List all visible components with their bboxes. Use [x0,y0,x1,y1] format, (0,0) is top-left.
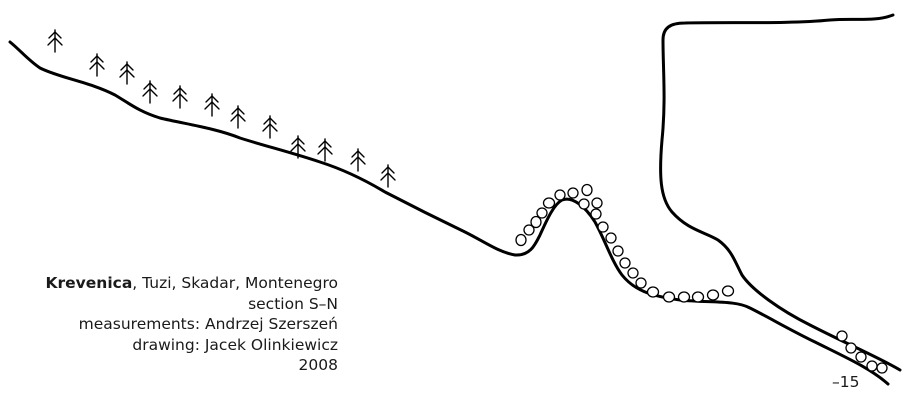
conifer-tree-icon [350,148,366,172]
boulder-icon [876,362,888,374]
site-location: , Tuzi, Skadar, Montenegro [132,274,338,292]
boulder-icon [691,291,705,303]
caption-section: section S–N [248,294,338,313]
site-name: Krevenica [45,274,133,292]
conifer-tree-icon [262,115,278,139]
boulder-icon [590,208,602,220]
boulder-icon [662,291,676,303]
boulder-icon [845,342,857,354]
caption-year: 2008 [298,356,338,374]
passage-upper-wall-line [659,13,902,372]
boulder-icon [597,221,609,233]
boulder-icon [554,189,566,201]
boulders-group [515,183,888,374]
boulder-icon [635,277,647,289]
boulder-icon [578,198,590,210]
conifer-tree-icon [89,53,105,77]
trees-group [47,29,396,188]
boulder-icon [536,207,548,219]
caption-measurements: measurements: Andrzej Szerszeń [78,315,338,333]
boulder-icon [591,197,603,209]
boulder-icon [619,257,631,269]
conifer-tree-icon [230,105,246,129]
caption-site-line: Krevenica, Tuzi, Skadar, Montenegro [46,273,338,294]
conifer-tree-icon [119,61,135,85]
boulder-icon [706,289,720,301]
conifer-tree-icon [380,164,396,188]
conifer-tree-icon [317,138,333,162]
boulder-icon [627,267,639,279]
ground-profile-line [8,40,890,386]
boulder-icon [530,215,542,229]
boulder-icon [866,360,878,372]
conifer-tree-icon [172,85,188,109]
boulder-icon [855,351,867,363]
boulder-icon [677,291,691,303]
conifer-tree-icon [290,135,306,159]
boulder-icon [836,330,848,342]
conifer-tree-icon [142,80,158,104]
conifer-tree-icon [204,93,220,117]
boulder-icon [612,245,624,257]
boulder-icon [567,187,579,199]
boulder-icon [646,286,660,298]
depth-label: –15 [832,373,860,391]
boulder-icon [542,197,556,209]
boulder-icon [523,224,535,236]
conifer-tree-icon [47,29,63,53]
caption-drawing: drawing: Jacek Olinkiewicz [132,335,338,354]
drawing-caption: Krevenica, Tuzi, Skadar, Montenegro sect… [46,273,338,376]
boulder-icon [721,285,735,297]
boulder-icon [581,183,593,197]
boulder-icon [605,232,617,244]
boulder-icon [515,233,527,247]
